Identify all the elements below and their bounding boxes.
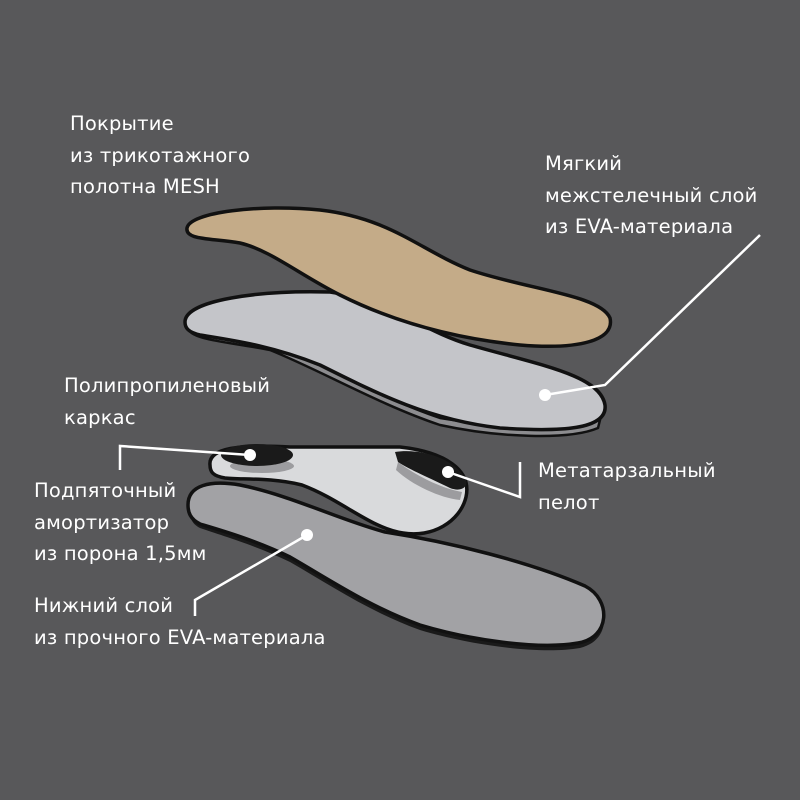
metatarsal-dot xyxy=(442,466,454,478)
frame-leader xyxy=(118,444,251,470)
mesh-cover-layer xyxy=(185,206,613,349)
label-line: Подпяточный xyxy=(34,479,177,502)
leader-lines xyxy=(118,234,761,616)
label-metatarsal: Метатарзальный пелот xyxy=(538,455,716,518)
label-line: пелот xyxy=(538,490,600,514)
label-line: из прочного EVA-материала xyxy=(34,625,326,649)
polypropylene-frame xyxy=(208,444,469,536)
label-soft-eva: Мягкий межстелечный слой из EVA-материал… xyxy=(545,148,758,243)
soft-eva-leader xyxy=(544,234,761,397)
frame-dot xyxy=(244,449,256,461)
label-line: из порона 1,5мм xyxy=(34,542,207,565)
label-line: Метатарзальный xyxy=(538,459,716,482)
label-line: Покрытие xyxy=(70,112,174,135)
leader-dots xyxy=(244,389,551,541)
label-line: из EVA-материала xyxy=(545,215,734,238)
label-heel: Подпяточный амортизатор из порона 1,5мм xyxy=(34,475,207,570)
label-line: Полипропиленовый xyxy=(64,374,271,397)
label-line: из трикотажного xyxy=(70,143,251,167)
label-mesh: Покрытие из трикотажного полотна MESH xyxy=(70,108,250,203)
label-line: полотна MESH xyxy=(70,175,220,198)
bottom-eva-layer xyxy=(186,481,606,651)
label-line: межстелечный слой xyxy=(545,183,758,207)
soft-eva-dot xyxy=(539,389,551,401)
label-bottom: Нижний слой из прочного EVA-материала xyxy=(34,590,326,653)
label-line: амортизатор xyxy=(34,510,170,534)
metatarsal-leader xyxy=(447,462,522,499)
bottom-dot xyxy=(301,529,313,541)
label-line: Нижний слой xyxy=(34,594,174,617)
label-frame: Полипропиленовый каркас xyxy=(64,370,270,433)
label-line: Мягкий xyxy=(545,152,623,175)
metatarsal-pad xyxy=(395,451,467,490)
label-line: каркас xyxy=(64,405,136,429)
heel-pad xyxy=(221,444,293,466)
bottom-leader xyxy=(193,533,308,616)
